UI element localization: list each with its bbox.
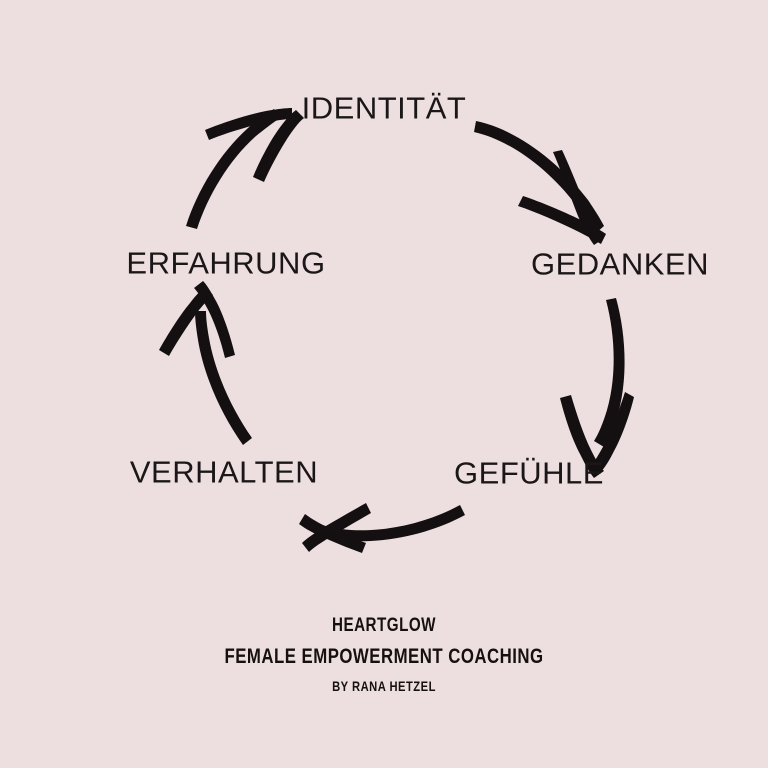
cycle-node-verhalten: VERHALTEN [129,454,319,490]
brand-byline: BY RANA HETZEL [332,678,436,694]
arrow-gefuehle-to-verhalten [299,503,465,553]
branding-footer: HEARTGLOW FEMALE EMPOWERMENT COACHING BY… [0,608,768,693]
brand-tagline: FEMALE EMPOWERMENT COACHING [224,645,544,668]
arrow-verhalten-to-erfahrung [159,281,252,445]
brand-name: HEARTGLOW [332,615,436,636]
cycle-node-identitaet: IDENTITÄT [301,90,467,126]
cycle-node-gedanken: GEDANKEN [531,246,709,282]
cycle-node-erfahrung: ERFAHRUNG [126,245,326,281]
arrow-erfahrung-to-identitaet [186,108,304,229]
cycle-node-gefuehle: GEFÜHLE [454,455,604,491]
arrow-gedanken-to-gefuehle [560,298,634,478]
arrow-identitaet-to-gedanken [474,121,606,245]
